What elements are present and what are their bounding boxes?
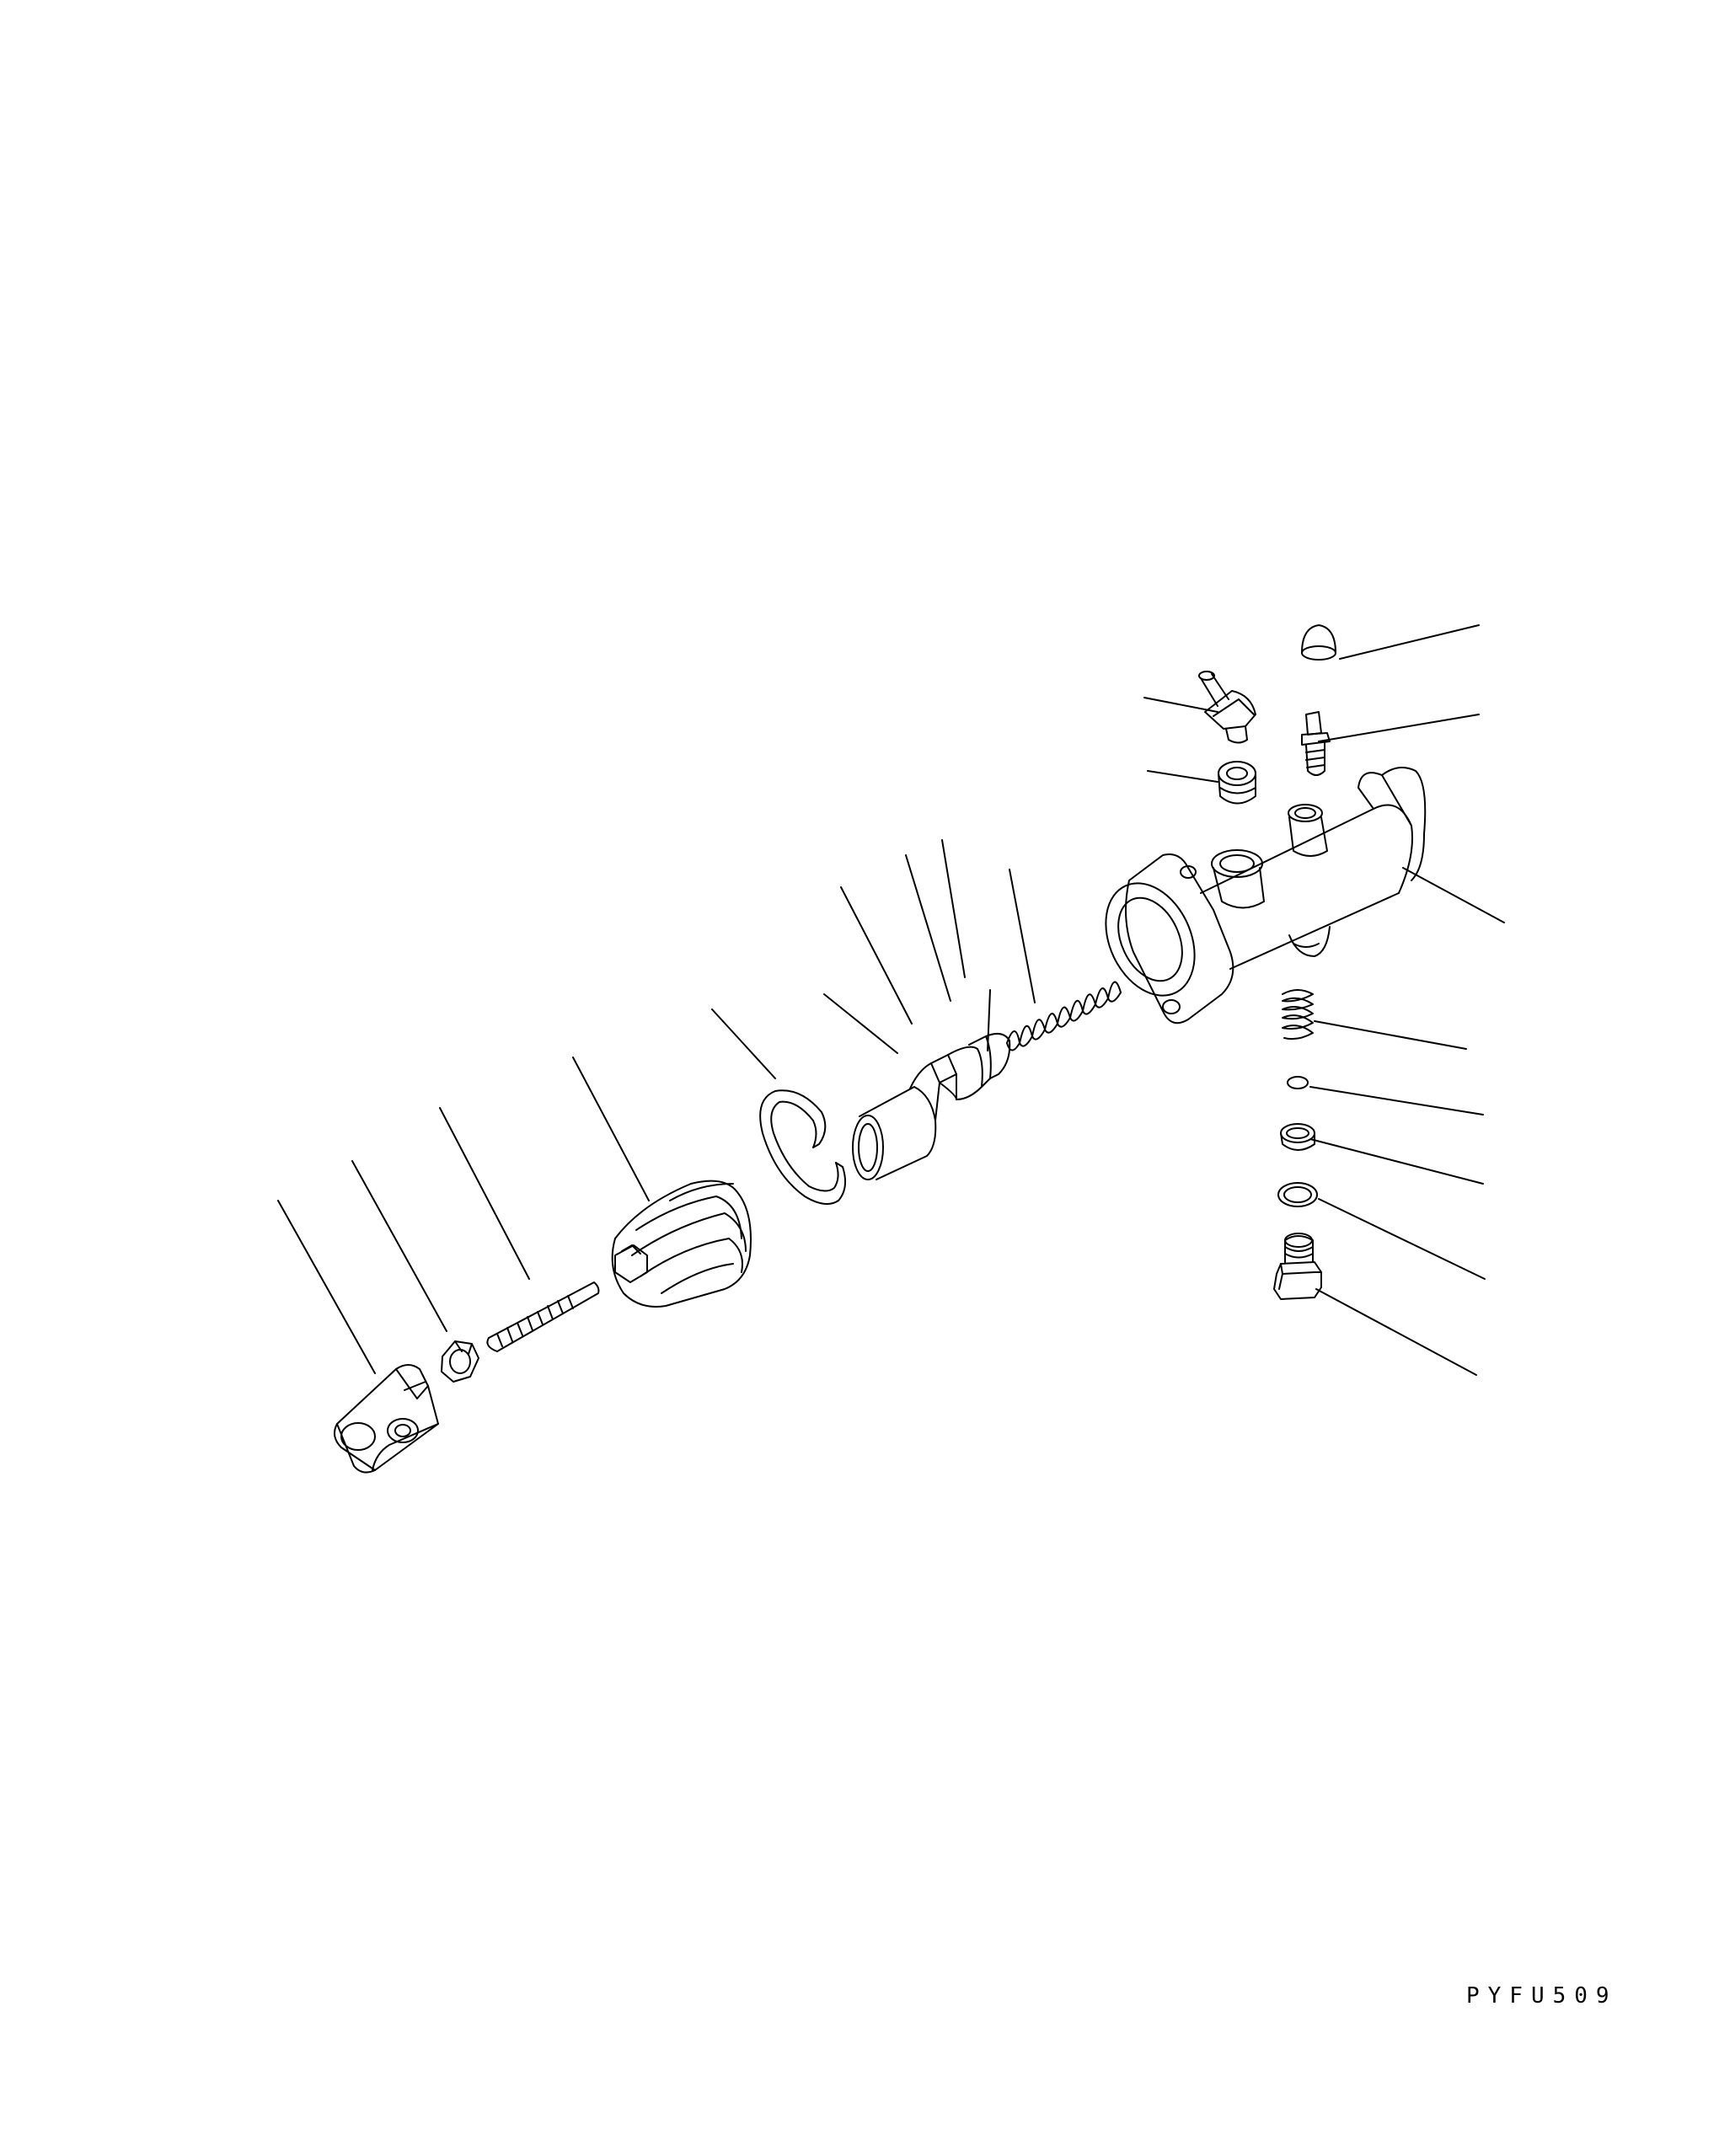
grommet xyxy=(1218,762,1256,804)
leader-cup-primary xyxy=(841,887,912,1024)
leader-cylinder-body xyxy=(1403,868,1504,923)
plug xyxy=(1274,1233,1321,1299)
drawing-code: PYFU509 xyxy=(1466,1983,1618,2009)
leader-clevis-yoke xyxy=(278,1201,375,1373)
cylinder-body xyxy=(1089,768,1425,1023)
push-rod xyxy=(487,1282,598,1351)
leader-plug xyxy=(1316,1289,1476,1375)
check-ball xyxy=(1288,1077,1308,1089)
leader-bleeder-screw xyxy=(1319,714,1479,741)
leader-piston xyxy=(824,994,897,1053)
leader-snap-ring xyxy=(712,1009,775,1078)
leader-lock-nut xyxy=(352,1161,447,1331)
valve-seat xyxy=(1281,1124,1315,1150)
leader-valve-seat xyxy=(1310,1139,1483,1184)
leader-lines xyxy=(278,625,1504,1375)
bleeder-cap xyxy=(1302,625,1336,660)
leader-check-spring xyxy=(1315,1021,1466,1049)
dust-boot xyxy=(613,1181,751,1307)
check-spring xyxy=(1283,990,1313,1039)
leader-piston-cup xyxy=(942,840,965,977)
leader-dust-boot xyxy=(573,1057,649,1201)
leader-push-rod xyxy=(440,1108,529,1279)
leader-bleeder-cap xyxy=(1340,625,1479,659)
bleeder-screw xyxy=(1302,712,1330,775)
reservoir-connector xyxy=(1199,671,1256,743)
leader-return-spring xyxy=(1009,869,1035,1003)
leader-gasket xyxy=(1319,1199,1485,1279)
leader-cup-secondary xyxy=(906,855,951,1001)
gasket xyxy=(1278,1183,1317,1206)
snap-ring xyxy=(760,1090,845,1204)
lock-nut xyxy=(442,1341,479,1382)
leader-check-ball xyxy=(1310,1087,1483,1115)
leader-grommet xyxy=(1148,771,1218,782)
return-spring xyxy=(1007,982,1121,1051)
leader-reservoir-connector xyxy=(1144,698,1218,712)
piston-assembly xyxy=(853,1034,1009,1180)
clevis-yoke xyxy=(335,1365,438,1473)
